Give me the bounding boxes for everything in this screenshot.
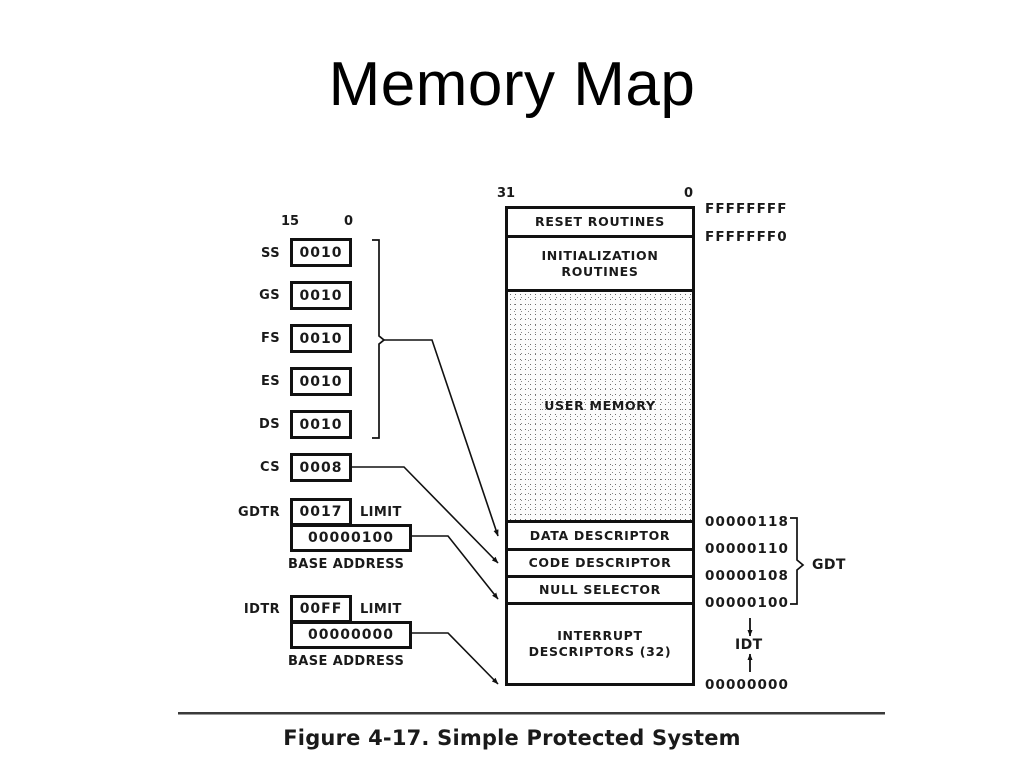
gdtr-limit-label: LIMIT [360, 505, 402, 520]
register-value-ss[interactable]: 0010 [290, 238, 352, 267]
gdt-bracket [790, 517, 805, 605]
register-value-cs[interactable]: 0008 [290, 453, 352, 482]
memory-bit-label-low: 0 [684, 186, 694, 201]
segment-bit-label-high: 15 [281, 214, 300, 229]
idtr-base-label: BASE ADDRESS [288, 654, 405, 669]
wire-gdtr-base-to-null-selector [412, 535, 499, 600]
address-00000100: 00000100 [705, 595, 789, 611]
address-00000108: 00000108 [705, 568, 789, 584]
register-label-fs: FS [260, 331, 280, 346]
gdtr-base-label: BASE ADDRESS [288, 557, 405, 572]
memory-section-null-selector[interactable]: NULL SELECTOR [508, 578, 692, 605]
address-ffffffff: FFFFFFFF [705, 201, 788, 217]
memory-bit-label-high: 31 [497, 186, 516, 201]
memory-section-user-memory[interactable]: USER MEMORY [508, 292, 692, 523]
memory-section-reset-routines[interactable]: RESET ROUTINES [508, 209, 692, 238]
memory-section-code-descriptor[interactable]: CODE DESCRIPTOR [508, 551, 692, 578]
register-label-idtr: IDTR [243, 602, 280, 617]
register-label-cs: CS [260, 460, 280, 475]
register-value-fs[interactable]: 0010 [290, 324, 352, 353]
register-label-ss: SS [261, 246, 280, 261]
register-label-es: ES [260, 374, 280, 389]
register-value-ds[interactable]: 0010 [290, 410, 352, 439]
register-label-ds: DS [259, 417, 280, 432]
figure-caption: Figure 4-17. Simple Protected System [283, 726, 741, 750]
caption-divider [178, 712, 885, 715]
page-title: Memory Map [328, 50, 696, 119]
memory-section-data-descriptor[interactable]: DATA DESCRIPTOR [508, 523, 692, 551]
register-label-gs: GS [259, 288, 280, 303]
address-00000110: 00000110 [705, 541, 789, 557]
register-label-gdtr: GDTR [238, 505, 280, 520]
address-00000000: 00000000 [705, 677, 789, 693]
segment-bit-label-low: 0 [344, 214, 354, 229]
idtr-limit-label: LIMIT [360, 602, 402, 617]
wire-idtr-base-to-interrupt-descriptors [412, 632, 499, 685]
idtr-base-value[interactable]: 00000000 [290, 621, 412, 649]
segment-group-bracket [372, 239, 386, 439]
register-value-es[interactable]: 0010 [290, 367, 352, 396]
idt-bracket-label: IDT [735, 637, 763, 653]
gdt-bracket-label: GDT [812, 557, 846, 573]
gdtr-limit-value[interactable]: 0017 [290, 498, 352, 526]
gdtr-base-value[interactable]: 00000100 [290, 524, 412, 552]
address-fffffff0: FFFFFFF0 [705, 229, 788, 245]
register-value-gs[interactable]: 0010 [290, 281, 352, 310]
address-00000118: 00000118 [705, 514, 789, 530]
idtr-limit-value[interactable]: 00FF [290, 595, 352, 623]
